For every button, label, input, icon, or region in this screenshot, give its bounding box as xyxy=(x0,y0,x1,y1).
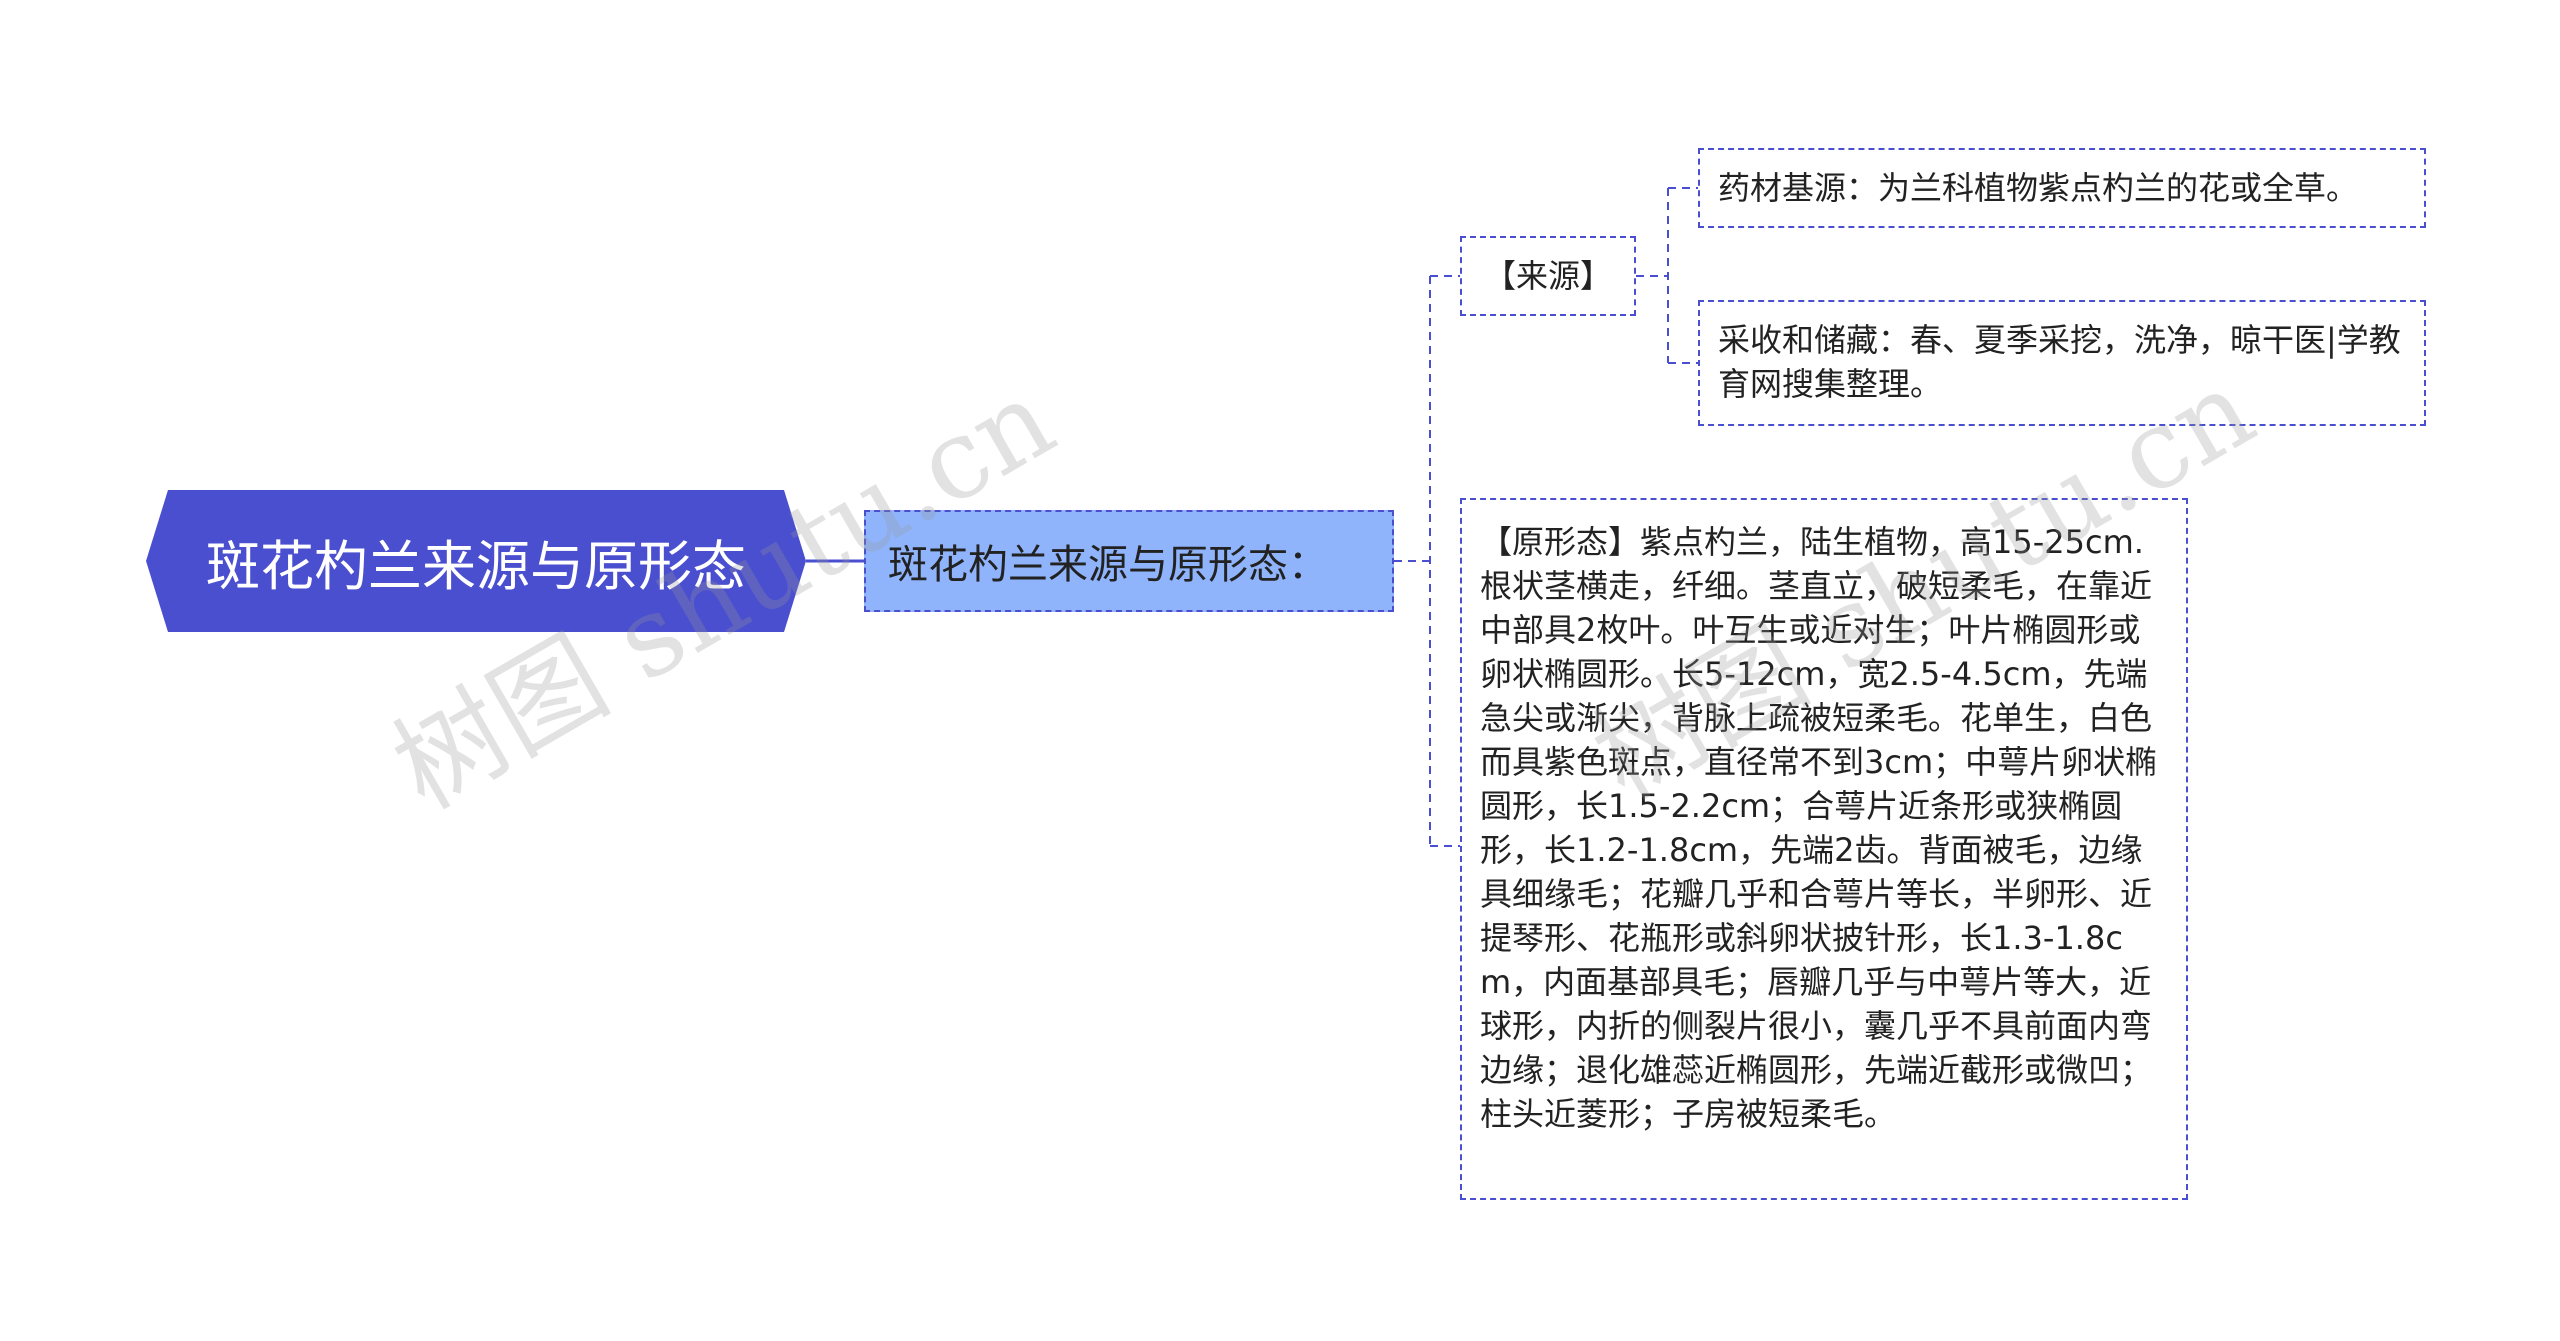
morphology-topic[interactable]: 【原形态】紫点杓兰，陆生植物，高15-25cm.根状茎横走，纤细。茎直立，破短柔… xyxy=(1460,498,2188,1200)
source-to-children-connector xyxy=(1636,187,1698,364)
branch-topic-label: 斑花杓兰来源与原形态： xyxy=(888,542,1328,588)
root-topic[interactable]: 斑花杓兰来源与原形态 xyxy=(146,490,806,632)
basis-topic[interactable]: 药材基源：为兰科植物紫点杓兰的花或全草。 xyxy=(1698,148,2426,228)
harvest-topic[interactable]: 采收和储藏：春、夏季采挖，洗净，晾干医|学教育网搜集整理。 xyxy=(1698,300,2426,426)
source-topic-label: 【来源】 xyxy=(1483,257,1612,295)
basis-topic-text: 药材基源：为兰科植物紫点杓兰的花或全草。 xyxy=(1718,169,2359,207)
root-topic-label: 斑花杓兰来源与原形态 xyxy=(206,534,746,598)
source-topic[interactable]: 【来源】 xyxy=(1460,236,1636,316)
branch-topic[interactable]: 斑花杓兰来源与原形态： xyxy=(864,510,1394,612)
branch-to-children-connector xyxy=(1394,275,1460,847)
harvest-topic-text: 采收和储藏：春、夏季采挖，洗净，晾干医|学教育网搜集整理。 xyxy=(1718,321,2401,403)
morphology-topic-text: 【原形态】紫点杓兰，陆生植物，高15-25cm.根状茎横走，纤细。茎直立，破短柔… xyxy=(1480,523,2158,1133)
